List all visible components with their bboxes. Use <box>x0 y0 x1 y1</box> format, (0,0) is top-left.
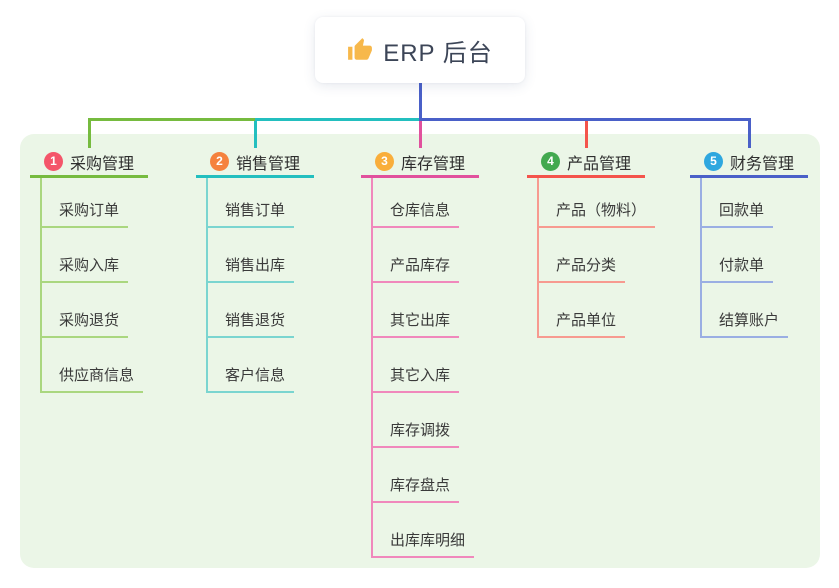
branch-item[interactable]: 产品（物料） <box>539 199 656 228</box>
branch-item[interactable]: 销售订单 <box>208 199 295 228</box>
list-item: 采购订单 <box>42 178 148 228</box>
list-item: 销售出库 <box>208 228 314 283</box>
branch-drop-line <box>253 118 257 148</box>
list-item: 销售退货 <box>208 283 314 338</box>
branch-item[interactable]: 产品单位 <box>539 309 626 338</box>
branch-item[interactable]: 产品库存 <box>373 254 460 283</box>
branch-item[interactable]: 采购入库 <box>42 254 129 283</box>
list-item: 采购入库 <box>42 228 148 283</box>
list-item: 仓库信息 <box>373 178 479 228</box>
branch-3: 3 库存管理仓库信息产品库存其它出库其它入库库存调拨库存盘点出库库明细 <box>361 148 479 558</box>
branch-item[interactable]: 采购退货 <box>42 309 129 338</box>
branch-title: 采购管理 <box>69 155 134 173</box>
branch-number-badge: 2 <box>209 152 229 171</box>
branch-title: 产品管理 <box>566 155 631 173</box>
thumbs-up-icon <box>348 38 373 60</box>
branch-item-list: 仓库信息产品库存其它出库其它入库库存调拨库存盘点出库库明细 <box>371 178 479 558</box>
trunk-line <box>418 83 422 121</box>
list-item: 产品单位 <box>539 283 645 338</box>
branch-number-badge: 5 <box>703 152 723 171</box>
list-item: 回款单 <box>702 178 808 228</box>
list-item: 其它出库 <box>373 283 479 338</box>
list-item: 出库库明细 <box>373 503 479 558</box>
branch-item[interactable]: 销售退货 <box>208 309 295 338</box>
branch-node[interactable]: 1 采购管理 <box>30 148 148 178</box>
branch-item-list: 回款单付款单结算账户 <box>700 178 808 338</box>
branch-node[interactable]: 5 财务管理 <box>690 148 808 178</box>
branch-item[interactable]: 客户信息 <box>208 364 295 393</box>
branch-item[interactable]: 销售出库 <box>208 254 295 283</box>
branch-item[interactable]: 其它入库 <box>373 364 460 393</box>
branch-number-badge: 1 <box>43 152 63 171</box>
list-item: 库存盘点 <box>373 448 479 503</box>
root-node[interactable]: ERP 后台 <box>315 17 525 83</box>
branch-title: 销售管理 <box>235 155 300 173</box>
branch-item[interactable]: 产品分类 <box>539 254 626 283</box>
list-item: 产品库存 <box>373 228 479 283</box>
connector-h-segment <box>255 118 420 121</box>
list-item: 供应商信息 <box>42 338 148 393</box>
branch-item-list: 采购订单采购入库采购退货供应商信息 <box>40 178 148 393</box>
branch-item[interactable]: 库存调拨 <box>373 419 460 448</box>
branch-item[interactable]: 付款单 <box>702 254 774 283</box>
list-item: 产品分类 <box>539 228 645 283</box>
branch-drop-line <box>418 118 422 148</box>
branch-node[interactable]: 2 销售管理 <box>196 148 314 178</box>
branch-number-badge: 4 <box>540 152 560 171</box>
branch-item[interactable]: 结算账户 <box>702 309 789 338</box>
branch-drop-line <box>584 118 588 148</box>
branch-title: 库存管理 <box>400 155 465 173</box>
branch-item-list: 销售订单销售出库销售退货客户信息 <box>206 178 314 393</box>
branch-4: 4 产品管理产品（物料） 产品分类产品单位 <box>527 148 656 338</box>
mindmap-panel <box>20 134 820 568</box>
list-item: 销售订单 <box>208 178 314 228</box>
root-title: ERP 后台 <box>383 39 493 67</box>
branch-drop-line <box>747 118 751 148</box>
list-item: 其它入库 <box>373 338 479 393</box>
list-item: 库存调拨 <box>373 393 479 448</box>
connector-h-segment <box>89 118 255 121</box>
branch-number-badge: 3 <box>374 152 394 171</box>
branch-5: 5 财务管理回款单付款单结算账户 <box>690 148 808 338</box>
branch-item[interactable]: 其它出库 <box>373 309 460 338</box>
connector-h-segment <box>420 118 751 121</box>
branch-node[interactable]: 3 库存管理 <box>361 148 479 178</box>
branch-item[interactable]: 供应商信息 <box>42 364 144 393</box>
list-item: 产品（物料） <box>539 178 656 228</box>
branch-item[interactable]: 回款单 <box>702 199 774 228</box>
branch-node[interactable]: 4 产品管理 <box>527 148 645 178</box>
branch-item[interactable]: 出库库明细 <box>373 529 475 558</box>
list-item: 结算账户 <box>702 283 808 338</box>
branch-item[interactable]: 库存盘点 <box>373 474 460 503</box>
list-item: 客户信息 <box>208 338 314 393</box>
branch-item-list: 产品（物料） 产品分类产品单位 <box>537 178 656 338</box>
list-item: 付款单 <box>702 228 808 283</box>
branch-drop-line <box>87 118 91 148</box>
branch-2: 2 销售管理销售订单销售出库销售退货客户信息 <box>196 148 314 393</box>
list-item: 采购退货 <box>42 283 148 338</box>
branch-title: 财务管理 <box>729 155 794 173</box>
branch-item[interactable]: 采购订单 <box>42 199 129 228</box>
branch-1: 1 采购管理采购订单采购入库采购退货供应商信息 <box>30 148 148 393</box>
branch-item[interactable]: 仓库信息 <box>373 199 460 228</box>
